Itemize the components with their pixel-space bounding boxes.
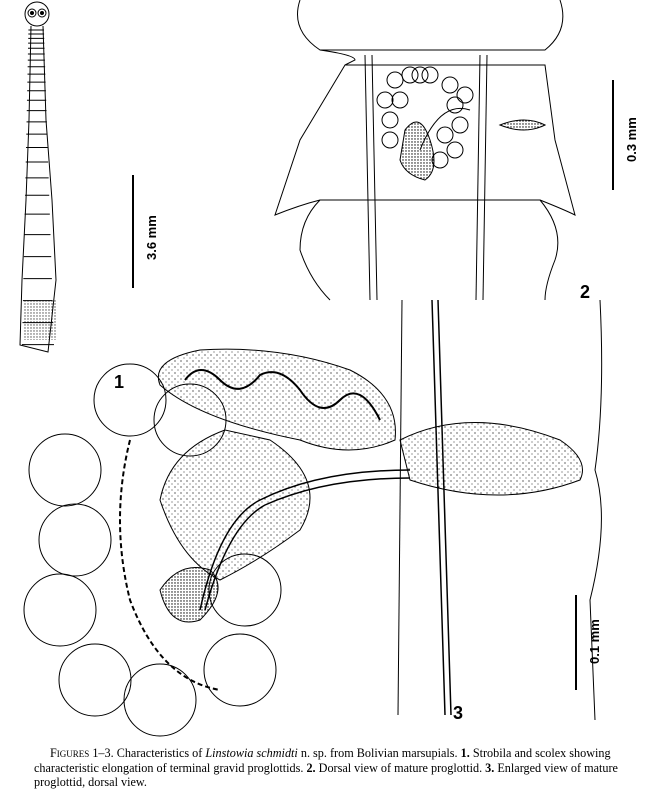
testis-circle bbox=[153, 383, 227, 457]
testis-circle bbox=[446, 141, 464, 159]
caption-text: Characteristics of bbox=[113, 746, 206, 760]
testis-circle bbox=[123, 663, 197, 737]
testis-circle bbox=[381, 111, 399, 129]
proglottid-enlarged-drawing bbox=[23, 299, 603, 737]
testis-circle bbox=[38, 503, 112, 577]
testis-circle bbox=[208, 553, 282, 627]
strobila-drawing bbox=[19, 1, 57, 353]
caption-num-3: 3. bbox=[485, 760, 495, 775]
figure-caption: Figures 1–3. Characteristics of Linstowi… bbox=[34, 746, 654, 790]
scale-bar-label-2: 0.3 mm bbox=[624, 117, 639, 162]
caption-num-2: 2. bbox=[306, 760, 316, 775]
testis-circle bbox=[421, 66, 439, 84]
testis-circle bbox=[391, 91, 409, 109]
testis-circle bbox=[28, 433, 102, 507]
caption-desc-3: Enlarged view of mature proglottid, dors… bbox=[34, 760, 618, 790]
testis-circle bbox=[376, 91, 394, 109]
testis-circle bbox=[451, 116, 469, 134]
testis-circle bbox=[23, 573, 97, 647]
testis-circle bbox=[401, 66, 419, 84]
figure-number-1: 1 bbox=[114, 372, 125, 392]
testis-circle bbox=[456, 86, 474, 104]
testis-circle bbox=[411, 66, 429, 84]
testis-circle bbox=[386, 71, 404, 89]
figure-number-2: 2 bbox=[580, 282, 591, 302]
caption-desc-2: Dorsal view of mature proglottid. bbox=[315, 760, 486, 775]
figure-number-3: 3 bbox=[453, 703, 464, 723]
testis-circle bbox=[436, 126, 454, 144]
species-name: Linstowia schmidti bbox=[205, 746, 298, 760]
scale-bar-label-1: 3.6 mm bbox=[144, 215, 159, 260]
caption-text: n. sp. from Bolivian marsupials. bbox=[297, 746, 461, 760]
testis-circle bbox=[203, 633, 277, 707]
caption-lead: Figures 1–3. bbox=[50, 746, 114, 760]
figure-drawings bbox=[19, 0, 614, 737]
testis-circle bbox=[446, 96, 464, 114]
caption-desc-1: Strobila and scolex showing characterist… bbox=[34, 746, 611, 775]
scale-bar-label-3: 0.1 mm bbox=[587, 619, 602, 664]
testis-circle bbox=[381, 131, 399, 149]
caption-num-1: 1. bbox=[460, 746, 470, 760]
testis-circle bbox=[93, 363, 167, 437]
proglottid-dorsal-drawing bbox=[274, 0, 576, 301]
testis-circle bbox=[441, 76, 459, 94]
testis-circle bbox=[58, 643, 132, 717]
